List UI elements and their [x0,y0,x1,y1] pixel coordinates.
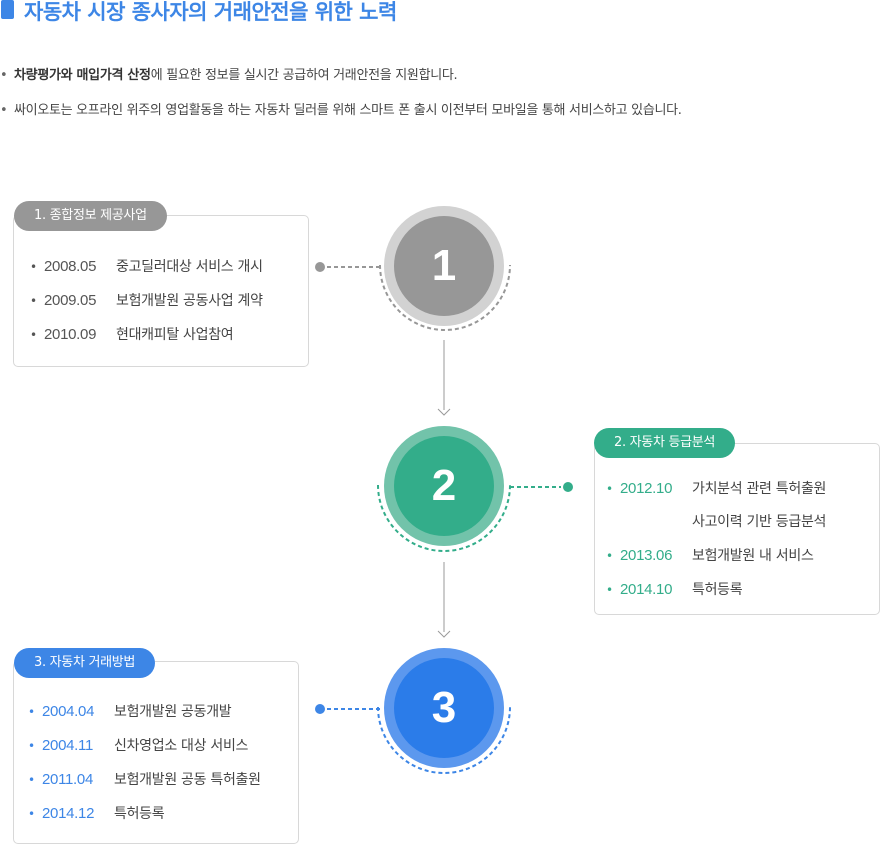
intro-line-2-text: 싸이오토는 오프라인 위주의 영업활동을 하는 자동차 딜러를 위해 스마트 폰… [14,103,682,118]
item-text: 보험개발원 공동 특허출원 [114,772,261,788]
item-date: 2004.11 [42,737,94,754]
step-2-panel [594,443,880,615]
list-item: • 2013.06 보험개발원 내 서비스 [606,545,814,565]
step-1-panel [13,215,309,367]
item-text: 현대캐피탈 사업참여 [116,327,234,343]
bullet: • [30,294,37,308]
list-item: • 2014.10 특허등록 [606,579,743,599]
bullet: • [0,68,8,83]
item-date: 2011.04 [42,771,94,788]
page-title: 자동차 시장 종사자의 거래안전을 위한 노력 [24,0,397,24]
step-1-badge: 1. 종합정보 제공사업 [14,201,167,231]
arrow-down-icon [437,630,451,638]
list-item: • 2012.10 가치분석 관련 특허출원 [606,478,826,498]
item-date: 2013.06 [620,547,673,564]
step-3-badge: 3. 자동차 거래방법 [14,648,156,678]
item-text: 보험개발원 공동사업 계약 [116,293,263,309]
dashed-arc-1 [379,264,511,331]
bullet: • [30,328,37,342]
item-date: 2014.12 [42,805,95,822]
list-item: • 2004.11 신차영업소 대상 서비스 [28,735,248,755]
list-item: 사고이력 기반 등급분석 [606,511,826,531]
item-date: 2004.04 [42,703,95,720]
item-text: 가치분석 관련 특허출원 [692,481,827,497]
connector-dot-1 [315,262,325,272]
bullet: • [28,739,35,753]
intro-line-1: • 차량평가와 매입가격 산정에 필요한 정보를 실시간 공급하여 거래안전을 지… [0,64,458,83]
item-date: 2014.10 [620,581,673,598]
item-text: 보험개발원 내 서비스 [692,548,814,564]
item-date: 2012.10 [620,480,673,497]
item-text: 중고딜러대상 서비스 개시 [116,259,263,275]
bullet: • [606,482,613,496]
bullet: • [606,549,613,563]
connector-dot-3 [315,704,325,714]
item-date: 2009.05 [44,292,97,309]
item-date: 2010.09 [44,326,97,343]
list-item: • 2011.04 보험개발원 공동 특허출원 [28,769,261,789]
list-item: • 2009.05 보험개발원 공동사업 계약 [30,290,263,310]
bullet: • [30,260,37,274]
bullet: • [28,705,35,719]
item-text: 보험개발원 공동개발 [114,704,232,720]
arrow-down-icon [437,408,451,416]
bullet: • [28,807,35,821]
dashed-arc-3 [377,706,511,774]
item-date: 2008.05 [44,258,97,275]
item-text: 사고이력 기반 등급분석 [692,514,827,530]
intro-line-1-text: 에 필요한 정보를 실시간 공급하여 거래안전을 지원합니다. [150,68,458,83]
intro-highlight: 차량평가와 매입가격 산정 [14,68,151,83]
item-text: 특허등록 [692,582,743,598]
bullet: • [28,773,35,787]
item-text: 신차영업소 대상 서비스 [114,738,249,754]
list-item: • 2004.04 보험개발원 공동개발 [28,701,232,721]
list-item: • 2008.05 중고딜러대상 서비스 개시 [30,256,263,276]
step-1-number: 1 [394,216,494,316]
bullet: • [0,103,8,118]
step-2-number: 2 [394,436,494,536]
connector-dot-2 [563,482,573,492]
dashed-arc-2 [377,484,511,552]
step-3-number: 3 [394,658,494,758]
step-2-badge: 2. 자동차 등급분석 [594,428,736,458]
list-item: • 2014.12 특허등록 [28,803,165,823]
item-text: 특허등록 [114,806,165,822]
list-item: • 2010.09 현대캐피탈 사업참여 [30,324,234,344]
title-marker [1,0,14,19]
bullet: • [606,583,613,597]
intro-line-2: • 싸이오토는 오프라인 위주의 영업활동을 하는 자동차 딜러를 위해 스마트 … [0,99,682,118]
